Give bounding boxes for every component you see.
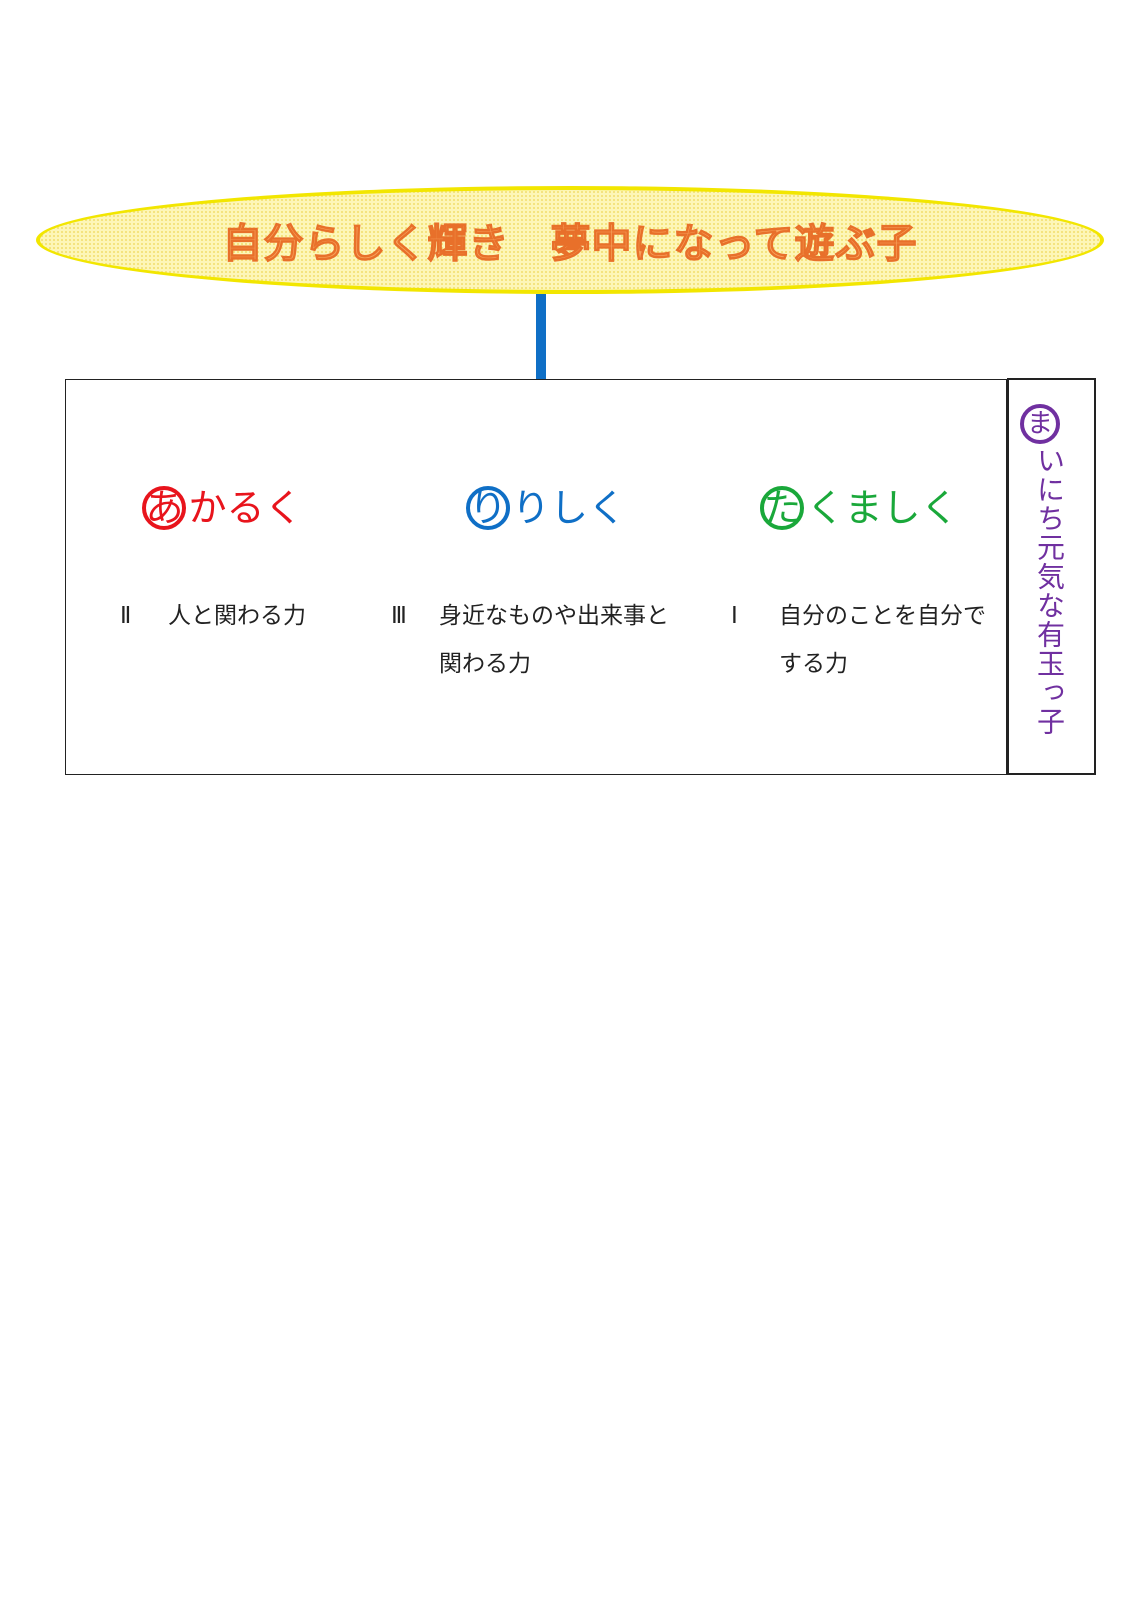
- item-text: 自分のことを自分でする力: [779, 603, 986, 677]
- motto-panel: ま いにち元気な有玉っ子: [1007, 378, 1096, 775]
- heading-rest: りしく: [511, 486, 626, 530]
- item-number: Ⅲ: [391, 603, 407, 629]
- panel-heading: たくましく: [713, 484, 1006, 532]
- panel-akaruku: あかるく Ⅱ 人と関わる力: [65, 379, 380, 775]
- connector-line: [536, 294, 546, 380]
- motto-circled-initial: ま: [1020, 404, 1060, 444]
- circled-initial: り: [465, 486, 510, 530]
- page-title: 自分らしく輝き 夢中になって遊ぶ子: [222, 220, 918, 267]
- panel-item: Ⅱ 人と関わる力: [120, 592, 359, 640]
- item-text: 人と関わる力: [168, 603, 306, 629]
- heading-rest: かるく: [188, 486, 303, 530]
- motto-text: いにち元気な有玉っ子: [1033, 446, 1066, 736]
- circled-initial: た: [760, 486, 805, 530]
- panel-heading: あかるく: [66, 484, 379, 532]
- panel-item: Ⅰ 自分のことを自分でする力: [731, 592, 986, 688]
- item-text: 身近なものや出来事と関わる力: [439, 603, 669, 677]
- panel-takumashiku: たくましく Ⅰ 自分のことを自分でする力: [713, 379, 1007, 775]
- circled-initial: あ: [142, 486, 187, 530]
- item-number: Ⅱ: [120, 603, 132, 629]
- panel-ririshiku: りりしく Ⅲ 身近なものや出来事と関わる力: [379, 379, 714, 775]
- heading-rest: くましく: [806, 486, 959, 530]
- panel-heading: りりしく: [379, 484, 713, 532]
- item-number: Ⅰ: [731, 603, 738, 629]
- panel-item: Ⅲ 身近なものや出来事と関わる力: [391, 592, 691, 688]
- title-ellipse: [36, 186, 1104, 294]
